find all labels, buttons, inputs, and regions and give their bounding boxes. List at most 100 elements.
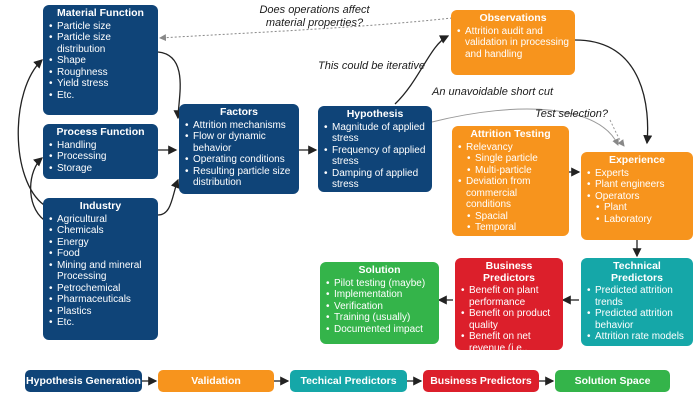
dotted-observations-to-material [159, 17, 453, 42]
list-item: Documented impact [326, 324, 433, 336]
list-item: Laboratory [587, 214, 687, 226]
flow-step-technical-predictors: Techical Predictors [290, 370, 407, 392]
list-item: Predicted attrition trends [587, 285, 687, 308]
note-short-cut: An unavoidable short cut [432, 86, 554, 98]
arrow-observations-to-experience [574, 39, 653, 145]
hypothesis-title: Hypothesis [346, 108, 404, 120]
list-item: Training (usually) [326, 312, 433, 324]
list-item: Benefit on net revenue (i.e., valuation) [461, 331, 557, 366]
list-item: Relevancy [458, 142, 563, 154]
list-item: Attrition rate models [587, 331, 687, 343]
hypothesis-box: Hypothesis Magnitude of applied stress F… [318, 106, 432, 192]
list-item: Attrition audit and validation in proces… [457, 26, 569, 61]
list-item: Benefit on product quality [461, 308, 557, 331]
flow-step-business-predictors: Business Predictors [423, 370, 539, 392]
list-item: Predicted attrition behavior [587, 308, 687, 331]
list-item: Operating conditions [185, 154, 293, 166]
list-item: Temporal [458, 222, 563, 234]
hypothesis-list: Magnitude of applied stress Frequency of… [324, 122, 426, 191]
dotted-hypothesis-to-experience [431, 108, 619, 146]
list-item: Plastics [49, 306, 152, 318]
business-predictors-box: Business Predictors Benefit on plant per… [455, 258, 563, 365]
list-item: Benefit on plant performance [461, 285, 557, 308]
arrow-material-to-factors [157, 51, 183, 120]
list-item: Pilot testing (maybe) [326, 278, 433, 290]
process-function-list: Handling Processing Storage [49, 140, 152, 175]
list-item: Agricultural [49, 214, 152, 226]
list-item: Flow or dynamic behavior [185, 131, 293, 154]
list-item: Processing [49, 151, 152, 163]
flow-step-hypothesis-generation: Hypothesis Generation [25, 370, 142, 392]
list-item: Roughness [49, 67, 152, 79]
list-item: Chemicals [49, 225, 152, 237]
experience-box: Experience Experts Plant engineers Opera… [581, 152, 693, 240]
solution-list: Pilot testing (maybe) Implementation Ver… [326, 278, 433, 336]
list-item: Pharmaceuticals [49, 294, 152, 306]
arrow-hypothesis-to-observations [394, 35, 450, 105]
material-function-title: Material Function [57, 7, 144, 19]
list-item: Plant engineers [587, 179, 687, 191]
list-item: Shape [49, 55, 152, 67]
observations-title: Observations [479, 12, 547, 24]
list-item: Damping of applied stress [324, 168, 426, 191]
industry-title: Industry [79, 200, 122, 212]
solution-box: Solution Pilot testing (maybe) Implement… [320, 262, 439, 344]
flow-step-validation: Validation [158, 370, 274, 392]
list-item: Spacial [458, 211, 563, 223]
technical-predictors-title: Technical Predictors [611, 260, 663, 284]
list-item: Energy [49, 237, 152, 249]
list-item: Petrochemical [49, 283, 152, 295]
list-item: Particle size distribution [49, 32, 152, 55]
material-function-list: Particle size Particle size distribution… [49, 21, 152, 102]
note-test-selection: Test selection? [535, 108, 608, 120]
experience-list: Experts Plant engineers Operators Plant … [587, 168, 687, 226]
list-item: Deviation from commercial conditions [458, 176, 563, 211]
process-function-title: Process Function [56, 126, 145, 138]
technical-predictors-box: Technical Predictors Predicted attrition… [581, 258, 693, 346]
material-function-box: Material Function Particle size Particle… [43, 5, 158, 115]
list-item: Implementation [326, 289, 433, 301]
list-item: Food [49, 248, 152, 260]
list-item: Single particle [458, 153, 563, 165]
list-item: Storage [49, 163, 152, 175]
attrition-testing-list: Relevancy Single particle Multi-particle… [458, 142, 563, 234]
factors-list: Attrition mechanisms Flow or dynamic beh… [185, 120, 293, 189]
list-item: Operators [587, 191, 687, 203]
list-item: Verification [326, 301, 433, 313]
list-item: Multi-particle [458, 165, 563, 177]
list-item: Magnitude of applied stress [324, 122, 426, 145]
observations-list: Attrition audit and validation in proces… [457, 26, 569, 61]
list-item: Frequency of applied stress [324, 145, 426, 168]
note-iterative: This could be iterative [318, 60, 425, 72]
flow-step-solution-space: Solution Space [555, 370, 670, 392]
experience-title: Experience [608, 154, 666, 166]
factors-title: Factors [220, 106, 258, 118]
list-item: Etc. [49, 90, 152, 102]
list-item: Attrition mechanisms [185, 120, 293, 132]
observations-box: Observations Attrition audit and validat… [451, 10, 575, 75]
list-item: Resulting particle size distribution [185, 166, 293, 189]
attrition-testing-box: Attrition Testing Relevancy Single parti… [452, 126, 569, 236]
list-item: Experts [587, 168, 687, 180]
list-item: Etc. [49, 317, 152, 329]
industry-list: Agricultural Chemicals Energy Food Minin… [49, 214, 152, 329]
list-item: Yield stress [49, 78, 152, 90]
list-item: Handling [49, 140, 152, 152]
solution-title: Solution [358, 264, 401, 276]
arrow-industry-to-factors [157, 178, 180, 216]
list-item: Particle size [49, 21, 152, 33]
list-item: Mining and mineral Processing [49, 260, 152, 283]
arrow-industry-to-material [17, 59, 45, 206]
list-item: Plant [587, 202, 687, 214]
factors-box: Factors Attrition mechanisms Flow or dyn… [179, 104, 299, 194]
business-predictors-title: Business Predictors [483, 260, 535, 284]
business-predictors-list: Benefit on plant performance Benefit on … [461, 285, 557, 366]
industry-box: Industry Agricultural Chemicals Energy F… [43, 198, 158, 340]
technical-predictors-list: Predicted attrition trends Predicted att… [587, 285, 687, 343]
arrow-industry-to-process [30, 157, 45, 221]
attrition-testing-title: Attrition Testing [470, 128, 551, 140]
process-function-box: Process Function Handling Processing Sto… [43, 124, 158, 179]
note-operations-question: Does operations affect material properti… [259, 4, 370, 29]
